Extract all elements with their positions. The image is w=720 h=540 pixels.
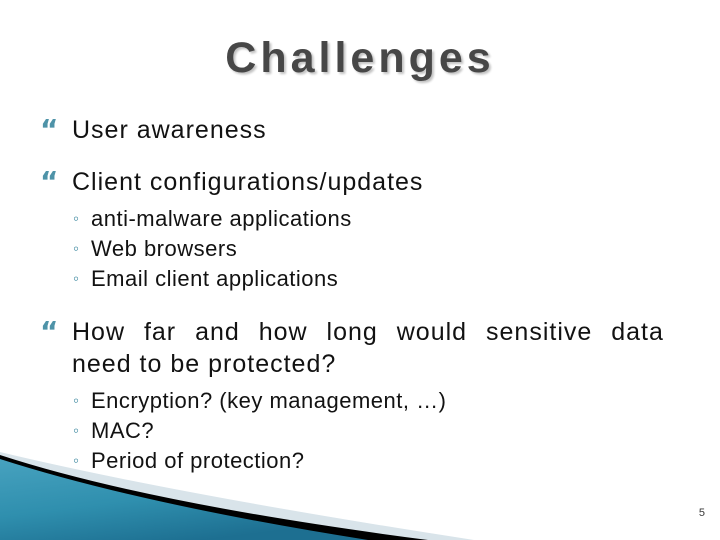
sub-bullet-item: ◦ Email client applications bbox=[73, 264, 680, 294]
bullet-item-client-configurations: “ Client configurations/updates bbox=[40, 166, 680, 198]
footer-swoosh-teal-wedge bbox=[0, 459, 368, 540]
bullet-item-user-awareness: “ User awareness bbox=[40, 114, 680, 146]
sublist-client-configurations: ◦ anti-malware applications ◦ Web browse… bbox=[73, 204, 680, 294]
quote-bullet-icon: “ bbox=[40, 113, 59, 146]
sub-bullet-text: Period of protection? bbox=[91, 448, 305, 473]
circle-bullet-icon: ◦ bbox=[73, 239, 80, 258]
bullet-text: Client configurations/updates bbox=[72, 168, 424, 196]
slide-title: Challenges bbox=[225, 34, 495, 82]
page-number: 5 bbox=[698, 507, 705, 519]
footer-swoosh-decoration bbox=[0, 452, 474, 540]
sub-bullet-text: anti-malware applications bbox=[91, 206, 352, 231]
circle-bullet-icon: ◦ bbox=[73, 451, 80, 470]
sub-bullet-item: ◦ Encryption? (key management, …) bbox=[73, 386, 680, 416]
sub-bullet-text: Web browsers bbox=[91, 236, 238, 261]
sublist-protection: ◦ Encryption? (key management, …) ◦ MAC?… bbox=[73, 386, 680, 476]
bullet-text: How far and how long would sensitive dat… bbox=[72, 316, 664, 380]
sub-bullet-text: Encryption? (key management, …) bbox=[91, 388, 447, 413]
sub-bullet-text: MAC? bbox=[91, 418, 155, 443]
circle-bullet-icon: ◦ bbox=[73, 391, 80, 410]
circle-bullet-icon: ◦ bbox=[73, 421, 80, 440]
bullet-text-line1: How far and how long would sensitive dat… bbox=[72, 318, 664, 346]
sub-bullet-text: Email client applications bbox=[91, 266, 339, 291]
quote-bullet-icon: “ bbox=[40, 315, 59, 348]
sub-bullet-item: ◦ anti-malware applications bbox=[73, 204, 680, 234]
circle-bullet-icon: ◦ bbox=[73, 209, 80, 228]
sub-bullet-item: ◦ Web browsers bbox=[73, 234, 680, 264]
quote-bullet-icon: “ bbox=[40, 165, 59, 198]
slide-body: “ User awareness “ Client configurations… bbox=[40, 114, 680, 476]
bullet-text-line2: need to be protected? bbox=[72, 350, 337, 378]
sub-bullet-item: ◦ Period of protection? bbox=[73, 446, 680, 476]
bullet-item-how-far: “ How far and how long would sensitive d… bbox=[40, 316, 680, 380]
bullet-text: User awareness bbox=[72, 116, 267, 144]
sub-bullet-item: ◦ MAC? bbox=[73, 416, 680, 446]
circle-bullet-icon: ◦ bbox=[73, 269, 80, 288]
